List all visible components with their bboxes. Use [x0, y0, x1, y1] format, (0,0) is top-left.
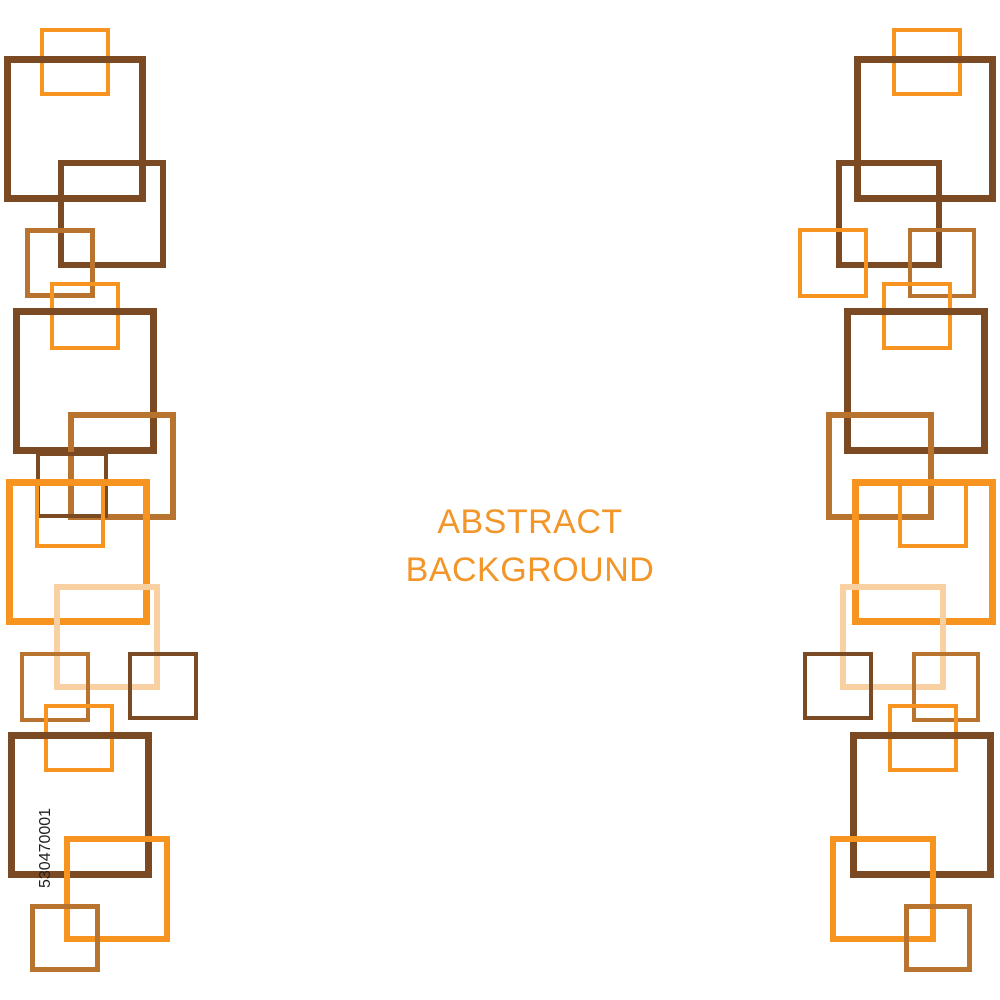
- headline: ABSTRACT BACKGROUND: [330, 498, 730, 594]
- right-square-frame-8: [826, 412, 934, 520]
- right-square-column: [798, 28, 996, 972]
- left-square-frame-16: [64, 836, 170, 942]
- stock-id-text: 530470001: [37, 807, 54, 888]
- left-square-frame-6: [13, 308, 157, 454]
- right-square-frame-13: [912, 652, 980, 722]
- left-square-frame-3: [58, 160, 166, 268]
- right-square-frame-16: [830, 836, 936, 942]
- left-square-frame-5: [50, 282, 120, 350]
- headline-line-1: ABSTRACT: [437, 503, 623, 541]
- left-square-frame-7: [68, 412, 176, 520]
- left-square-frame-4: [25, 228, 95, 298]
- left-square-frame-2: [4, 56, 146, 202]
- left-square-frame-17: [30, 904, 100, 972]
- right-square-frame-12: [803, 652, 873, 720]
- right-square-frame-4: [798, 228, 868, 298]
- left-square-frame-10: [6, 479, 150, 625]
- stock-id-watermark: 530470001: [6, 768, 54, 888]
- right-square-frame-15: [850, 732, 994, 878]
- right-square-frame-6: [882, 282, 952, 350]
- left-square-frame-15: [8, 732, 152, 878]
- right-square-frame-7: [844, 308, 988, 454]
- right-square-frame-10: [852, 479, 996, 625]
- right-square-frame-11: [840, 584, 946, 690]
- right-square-frame-17: [904, 904, 972, 972]
- left-square-frame-11: [54, 584, 160, 690]
- headline-line-2: BACKGROUND: [405, 551, 655, 589]
- left-square-column: [4, 28, 198, 972]
- left-square-frame-12: [20, 652, 90, 722]
- right-square-frame-3: [836, 160, 942, 268]
- left-square-frame-13: [128, 652, 198, 720]
- right-square-frame-2: [854, 56, 996, 202]
- right-square-frame-5: [908, 228, 976, 298]
